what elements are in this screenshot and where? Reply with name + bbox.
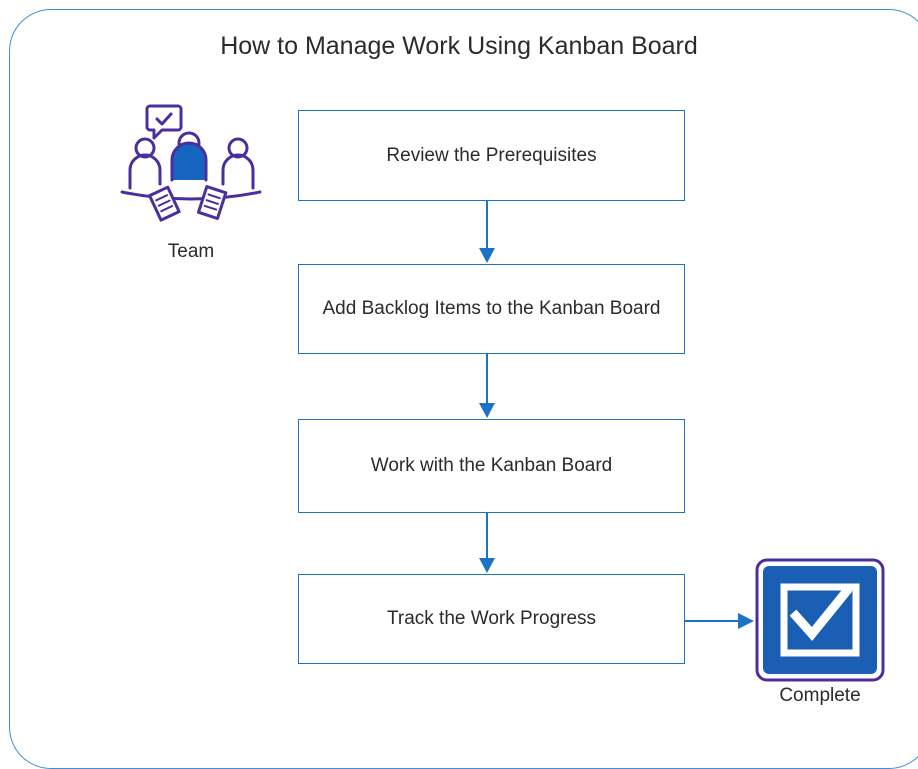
complete-label: Complete xyxy=(779,685,861,706)
team-label: Team xyxy=(167,241,215,262)
step-track-progress: Track the Work Progress xyxy=(298,574,685,664)
step-review-prerequisites: Review the Prerequisites xyxy=(298,110,685,201)
arrowhead-1-2 xyxy=(479,248,495,263)
arrowhead-3-4 xyxy=(479,558,495,573)
flow-arrows xyxy=(479,200,754,629)
checkbox-complete-icon xyxy=(755,558,885,682)
step-add-backlog-items: Add Backlog Items to the Kanban Board xyxy=(298,264,685,354)
arrowhead-2-3 xyxy=(479,403,495,418)
diagram-canvas xyxy=(120,104,885,682)
diagram-title: How to Manage Work Using Kanban Board xyxy=(220,32,698,60)
team-icon xyxy=(120,104,262,222)
arrowhead-4-complete xyxy=(738,613,754,629)
step-work-with-board: Work with the Kanban Board xyxy=(298,419,685,513)
